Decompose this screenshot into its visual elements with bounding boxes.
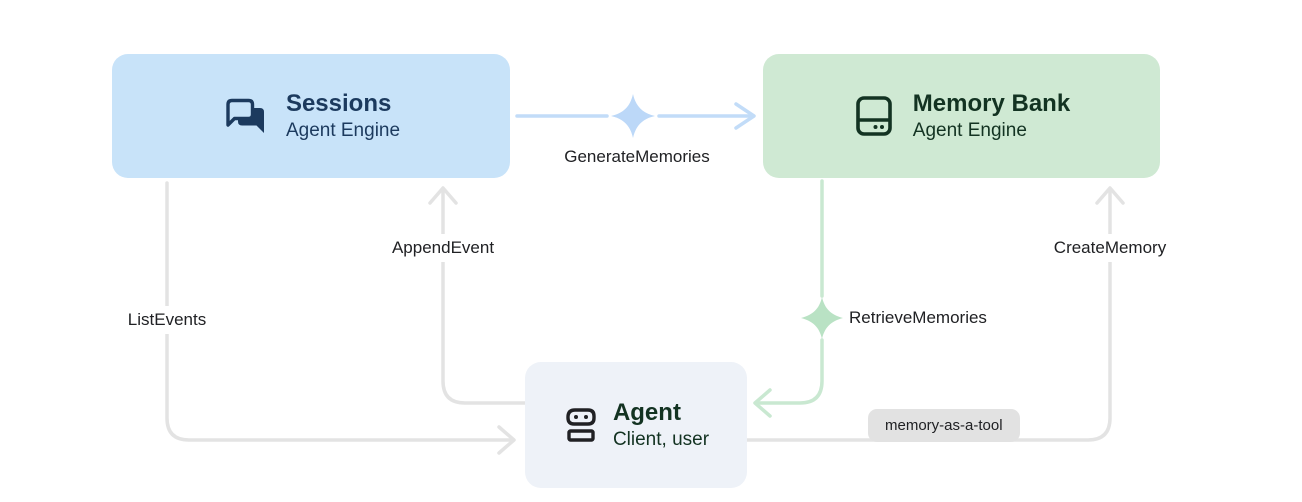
node-agent-subtitle: Client, user [612,429,710,451]
node-memory-bank-subtitle: Agent Engine [912,120,1027,142]
append-event-arrow [428,186,527,405]
edge-label-retrieve-memories: RetrieveMemories [849,308,987,327]
node-sessions-subtitle: Agent Engine [285,120,401,142]
create-memory-arrow [745,186,1125,442]
node-sessions: Sessions Agent Engine [112,54,510,178]
node-memory-bank-title: Memory Bank [912,90,1071,118]
node-agent: Agent Client, user [525,362,747,488]
edge-label-generate-memories: GenerateMemories [564,147,710,166]
generate-memories-arrow [515,102,756,130]
list-events-arrow [165,181,516,455]
node-memory-bank: Memory Bank Agent Engine [763,54,1160,178]
edge-label-list-events: ListEvents [118,306,216,334]
edge-label-create-memory: CreateMemory [1044,234,1176,262]
gemini-sparkle-icon-green [801,297,843,339]
robot-icon [566,408,596,442]
storage-icon [855,96,892,136]
chat-icon [226,98,264,133]
retrieve-memories-arrow [753,179,824,418]
node-agent-title: Agent [612,399,681,427]
gemini-sparkle-icon-blue [611,94,655,138]
memory-as-a-tool-badge: memory-as-a-tool [868,409,1020,442]
edge-label-append-event: AppendEvent [382,234,504,262]
node-sessions-title: Sessions [285,90,392,118]
